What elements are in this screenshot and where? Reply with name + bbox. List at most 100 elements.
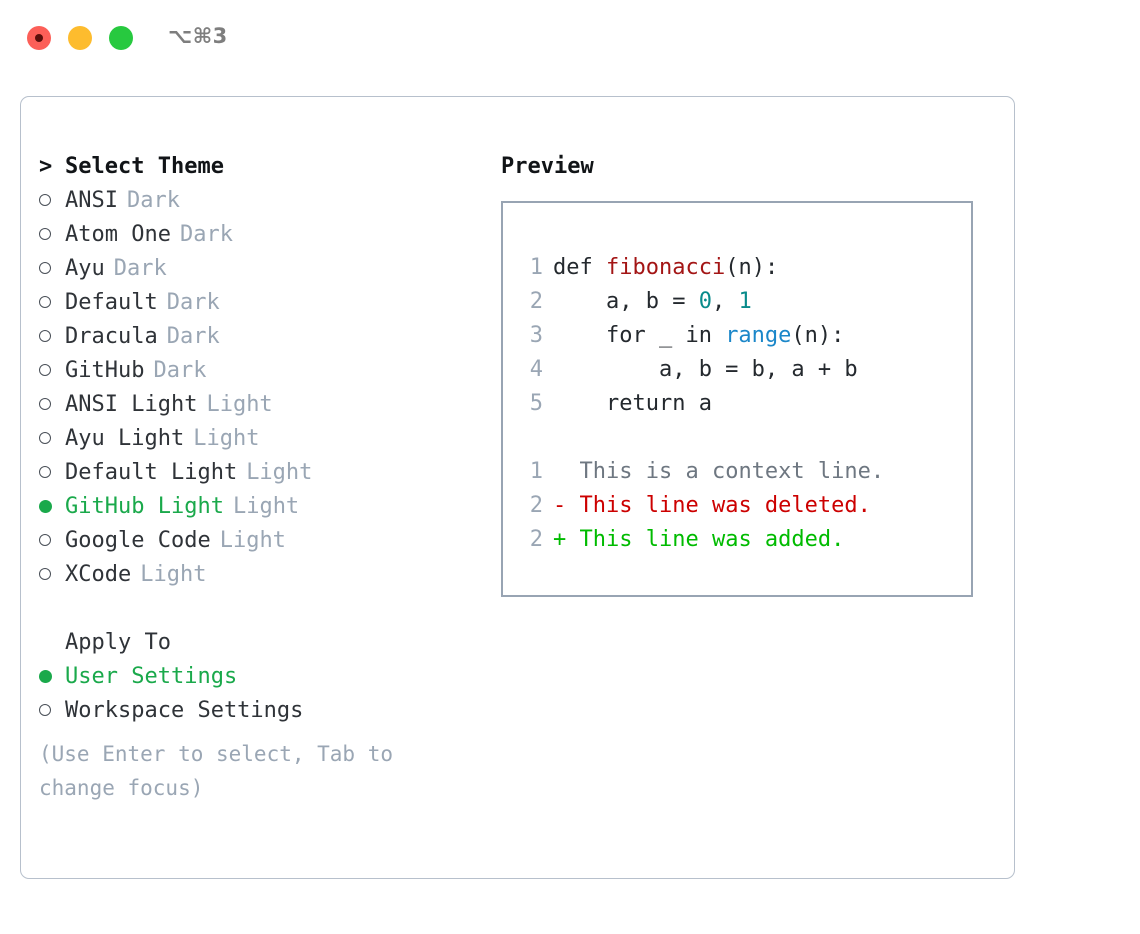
radio-marker <box>39 704 51 716</box>
theme-variant-badge: Dark <box>126 187 180 213</box>
radio-marker <box>39 228 51 240</box>
radio-unselected-icon[interactable] <box>39 364 65 376</box>
code-token: def <box>553 255 606 280</box>
theme-variant-badge: Light <box>206 391 273 417</box>
radio-unselected-icon[interactable] <box>39 534 65 546</box>
theme-name: Dracula <box>65 323 158 349</box>
radio-marker <box>39 568 51 580</box>
theme-list-item[interactable]: Atom One Dark <box>39 217 479 251</box>
code-token: range <box>725 323 792 348</box>
radio-unselected-icon[interactable] <box>39 296 65 308</box>
code-token: (n): <box>725 255 779 280</box>
radio-marker <box>39 534 51 546</box>
apply-to-item[interactable]: Workspace Settings <box>39 693 479 727</box>
radio-marker <box>39 669 52 683</box>
heading-caret-icon: > <box>39 153 53 179</box>
radio-unselected-icon[interactable] <box>39 398 65 410</box>
theme-name: ANSI Light <box>65 391 198 417</box>
theme-name: Atom One <box>65 221 171 247</box>
close-window-button[interactable] <box>27 26 51 50</box>
radio-unselected-icon[interactable] <box>39 432 65 444</box>
theme-variant-badge: Dark <box>179 221 233 247</box>
code-token: 0 <box>698 289 712 314</box>
title-bar: ⌥⌘3 <box>0 0 1140 78</box>
radio-selected-icon[interactable] <box>39 669 65 683</box>
diff-sign <box>553 459 580 484</box>
diff-line: 2+ This line was added. <box>521 523 884 557</box>
select-theme-heading-label: Select Theme <box>65 153 224 179</box>
diff-line-number: 2 <box>529 493 543 518</box>
list-spacer <box>39 591 479 625</box>
radio-unselected-icon[interactable] <box>39 704 65 716</box>
radio-unselected-icon[interactable] <box>39 228 65 240</box>
radio-marker <box>39 432 51 444</box>
keyboard-hint: (Use Enter to select, Tab to change focu… <box>39 742 406 800</box>
theme-variant-badge: Dark <box>166 289 220 315</box>
select-theme-heading: > Select Theme <box>39 149 479 183</box>
radio-unselected-icon[interactable] <box>39 568 65 580</box>
code-token: (n): <box>791 323 845 348</box>
theme-variant-badge: Light <box>246 459 313 485</box>
radio-marker <box>39 296 51 308</box>
theme-variant-badge: Dark <box>113 255 167 281</box>
apply-to-label: User Settings <box>65 663 238 689</box>
maximize-window-button[interactable] <box>109 26 133 50</box>
theme-list-item[interactable]: Ayu Dark <box>39 251 479 285</box>
theme-list-item[interactable]: ANSI Dark <box>39 183 479 217</box>
diff-text: This line was added. <box>579 527 845 552</box>
code-token: for _ in <box>553 323 726 348</box>
radio-marker <box>39 499 52 513</box>
line-number: 3 <box>529 323 543 348</box>
apply-to-item[interactable]: User Settings <box>39 659 479 693</box>
radio-unselected-icon[interactable] <box>39 262 65 274</box>
line-number: 5 <box>529 391 543 416</box>
code-token: a, b = <box>553 289 699 314</box>
theme-variant-badge: Dark <box>166 323 220 349</box>
radio-unselected-icon[interactable] <box>39 330 65 342</box>
code-token: a, b = b, a + b <box>553 357 858 382</box>
line-number: 4 <box>529 357 543 382</box>
diff-line: 1 This is a context line. <box>521 455 884 489</box>
radio-unselected-icon[interactable] <box>39 194 65 206</box>
code-line: 5 return a <box>521 387 884 421</box>
line-number: 2 <box>529 289 543 314</box>
theme-variant-badge: Light <box>193 425 260 451</box>
minimize-window-button[interactable] <box>68 26 92 50</box>
diff-text: This is a context line. <box>579 459 885 484</box>
code-token: , <box>711 289 739 314</box>
apply-to-heading: Apply To <box>39 625 479 659</box>
diff-line-number: 1 <box>529 459 543 484</box>
theme-name: XCode <box>65 561 132 587</box>
theme-list-item[interactable]: GitHub Dark <box>39 353 479 387</box>
code-line: 3 for _ in range(n): <box>521 319 884 353</box>
radio-unselected-icon[interactable] <box>39 466 65 478</box>
radio-selected-icon[interactable] <box>39 499 65 513</box>
radio-marker <box>39 194 51 206</box>
theme-list-item[interactable]: ANSI Light Light <box>39 387 479 421</box>
diff-text: This line was deleted. <box>579 493 871 518</box>
radio-marker <box>39 466 51 478</box>
theme-list-item[interactable]: Dracula Dark <box>39 319 479 353</box>
theme-name: ANSI <box>65 187 118 213</box>
theme-variant-badge: Dark <box>153 357 207 383</box>
radio-marker <box>39 398 51 410</box>
diff-sign: - <box>553 493 580 518</box>
theme-variant-badge: Light <box>232 493 300 519</box>
code-line: 2 a, b = 0, 1 <box>521 285 884 319</box>
apply-to-label: Workspace Settings <box>65 697 304 723</box>
theme-name: Ayu <box>65 255 105 281</box>
theme-name: GitHub <box>65 357 145 383</box>
